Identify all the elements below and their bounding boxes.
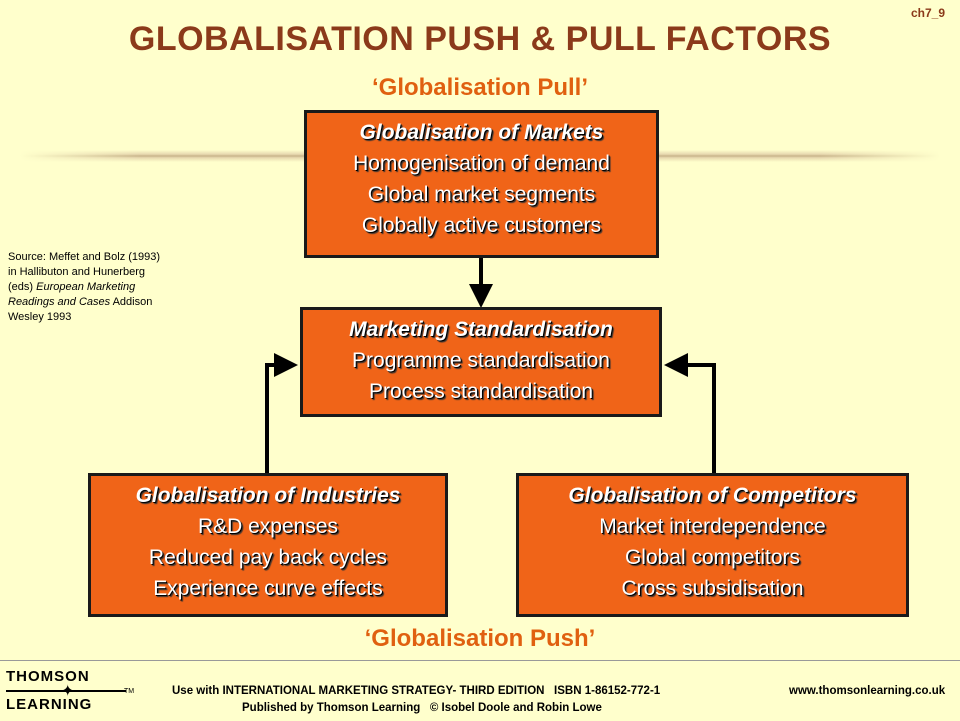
source-publisher: Addison Wesley 1993 xyxy=(8,296,153,323)
logo-divider xyxy=(6,690,126,692)
logo-text-top: THOMSON xyxy=(6,668,90,685)
arrow-competitors-to-standardisation xyxy=(664,353,716,473)
box-line: Globally active customers xyxy=(361,214,602,237)
box-line: Market interdependence xyxy=(599,515,826,538)
source-text: Source: Meffet and Bolz (1993) in Hallib… xyxy=(8,251,161,293)
thomson-learning-logo: THOMSON ✦ TM LEARNING xyxy=(6,668,136,716)
box-line: Programme standardisation xyxy=(352,349,610,372)
box-line: Experience curve effects xyxy=(153,577,383,600)
box-globalisation-of-industries: Globalisation of Industries R&D expenses… xyxy=(88,473,448,617)
box-heading: Globalisation of Industries xyxy=(135,484,401,507)
box-line: Global market segments xyxy=(367,183,596,206)
source-title: European Marketing Readings and Cases xyxy=(8,281,136,308)
box-line: Cross subsidisation xyxy=(621,577,804,600)
box-heading: Globalisation of Competitors xyxy=(568,484,857,507)
box-line: Process standardisation xyxy=(368,380,594,403)
footer-publisher-line: Published by Thomson Learning © Isobel D… xyxy=(242,702,602,714)
star-icon: ✦ xyxy=(61,683,75,700)
box-heading: Marketing Standardisation xyxy=(349,318,613,341)
push-label: ‘Globalisation Push’ xyxy=(364,625,596,652)
box-line: Homogenisation of demand xyxy=(353,152,610,175)
box-marketing-standardisation: Marketing Standardisation Programme stan… xyxy=(300,307,662,417)
box-line: Global competitors xyxy=(624,546,801,569)
box-globalisation-of-competitors: Globalisation of Competitors Market inte… xyxy=(516,473,909,617)
footer-usage-line: Use with INTERNATIONAL MARKETING STRATEG… xyxy=(172,685,661,697)
arrow-industries-to-standardisation xyxy=(265,353,298,473)
box-line: R&D expenses xyxy=(197,515,339,538)
footer xyxy=(0,660,960,721)
slide-id: ch7_9 xyxy=(911,6,946,20)
logo-text-bottom: LEARNING xyxy=(6,696,93,713)
page-title: GLOBALISATION PUSH & PULL FACTORS xyxy=(128,20,832,58)
pull-label: ‘Globalisation Pull’ xyxy=(371,74,589,101)
box-heading: Globalisation of Markets xyxy=(359,121,604,144)
box-line: Reduced pay back cycles xyxy=(148,546,388,569)
source-citation: Source: Meffet and Bolz (1993) in Hallib… xyxy=(8,250,168,325)
box-globalisation-of-markets: Globalisation of Markets Homogenisation … xyxy=(304,110,659,258)
footer-website: www.thomsonlearning.co.uk xyxy=(789,685,946,697)
logo-trademark: TM xyxy=(124,688,135,695)
